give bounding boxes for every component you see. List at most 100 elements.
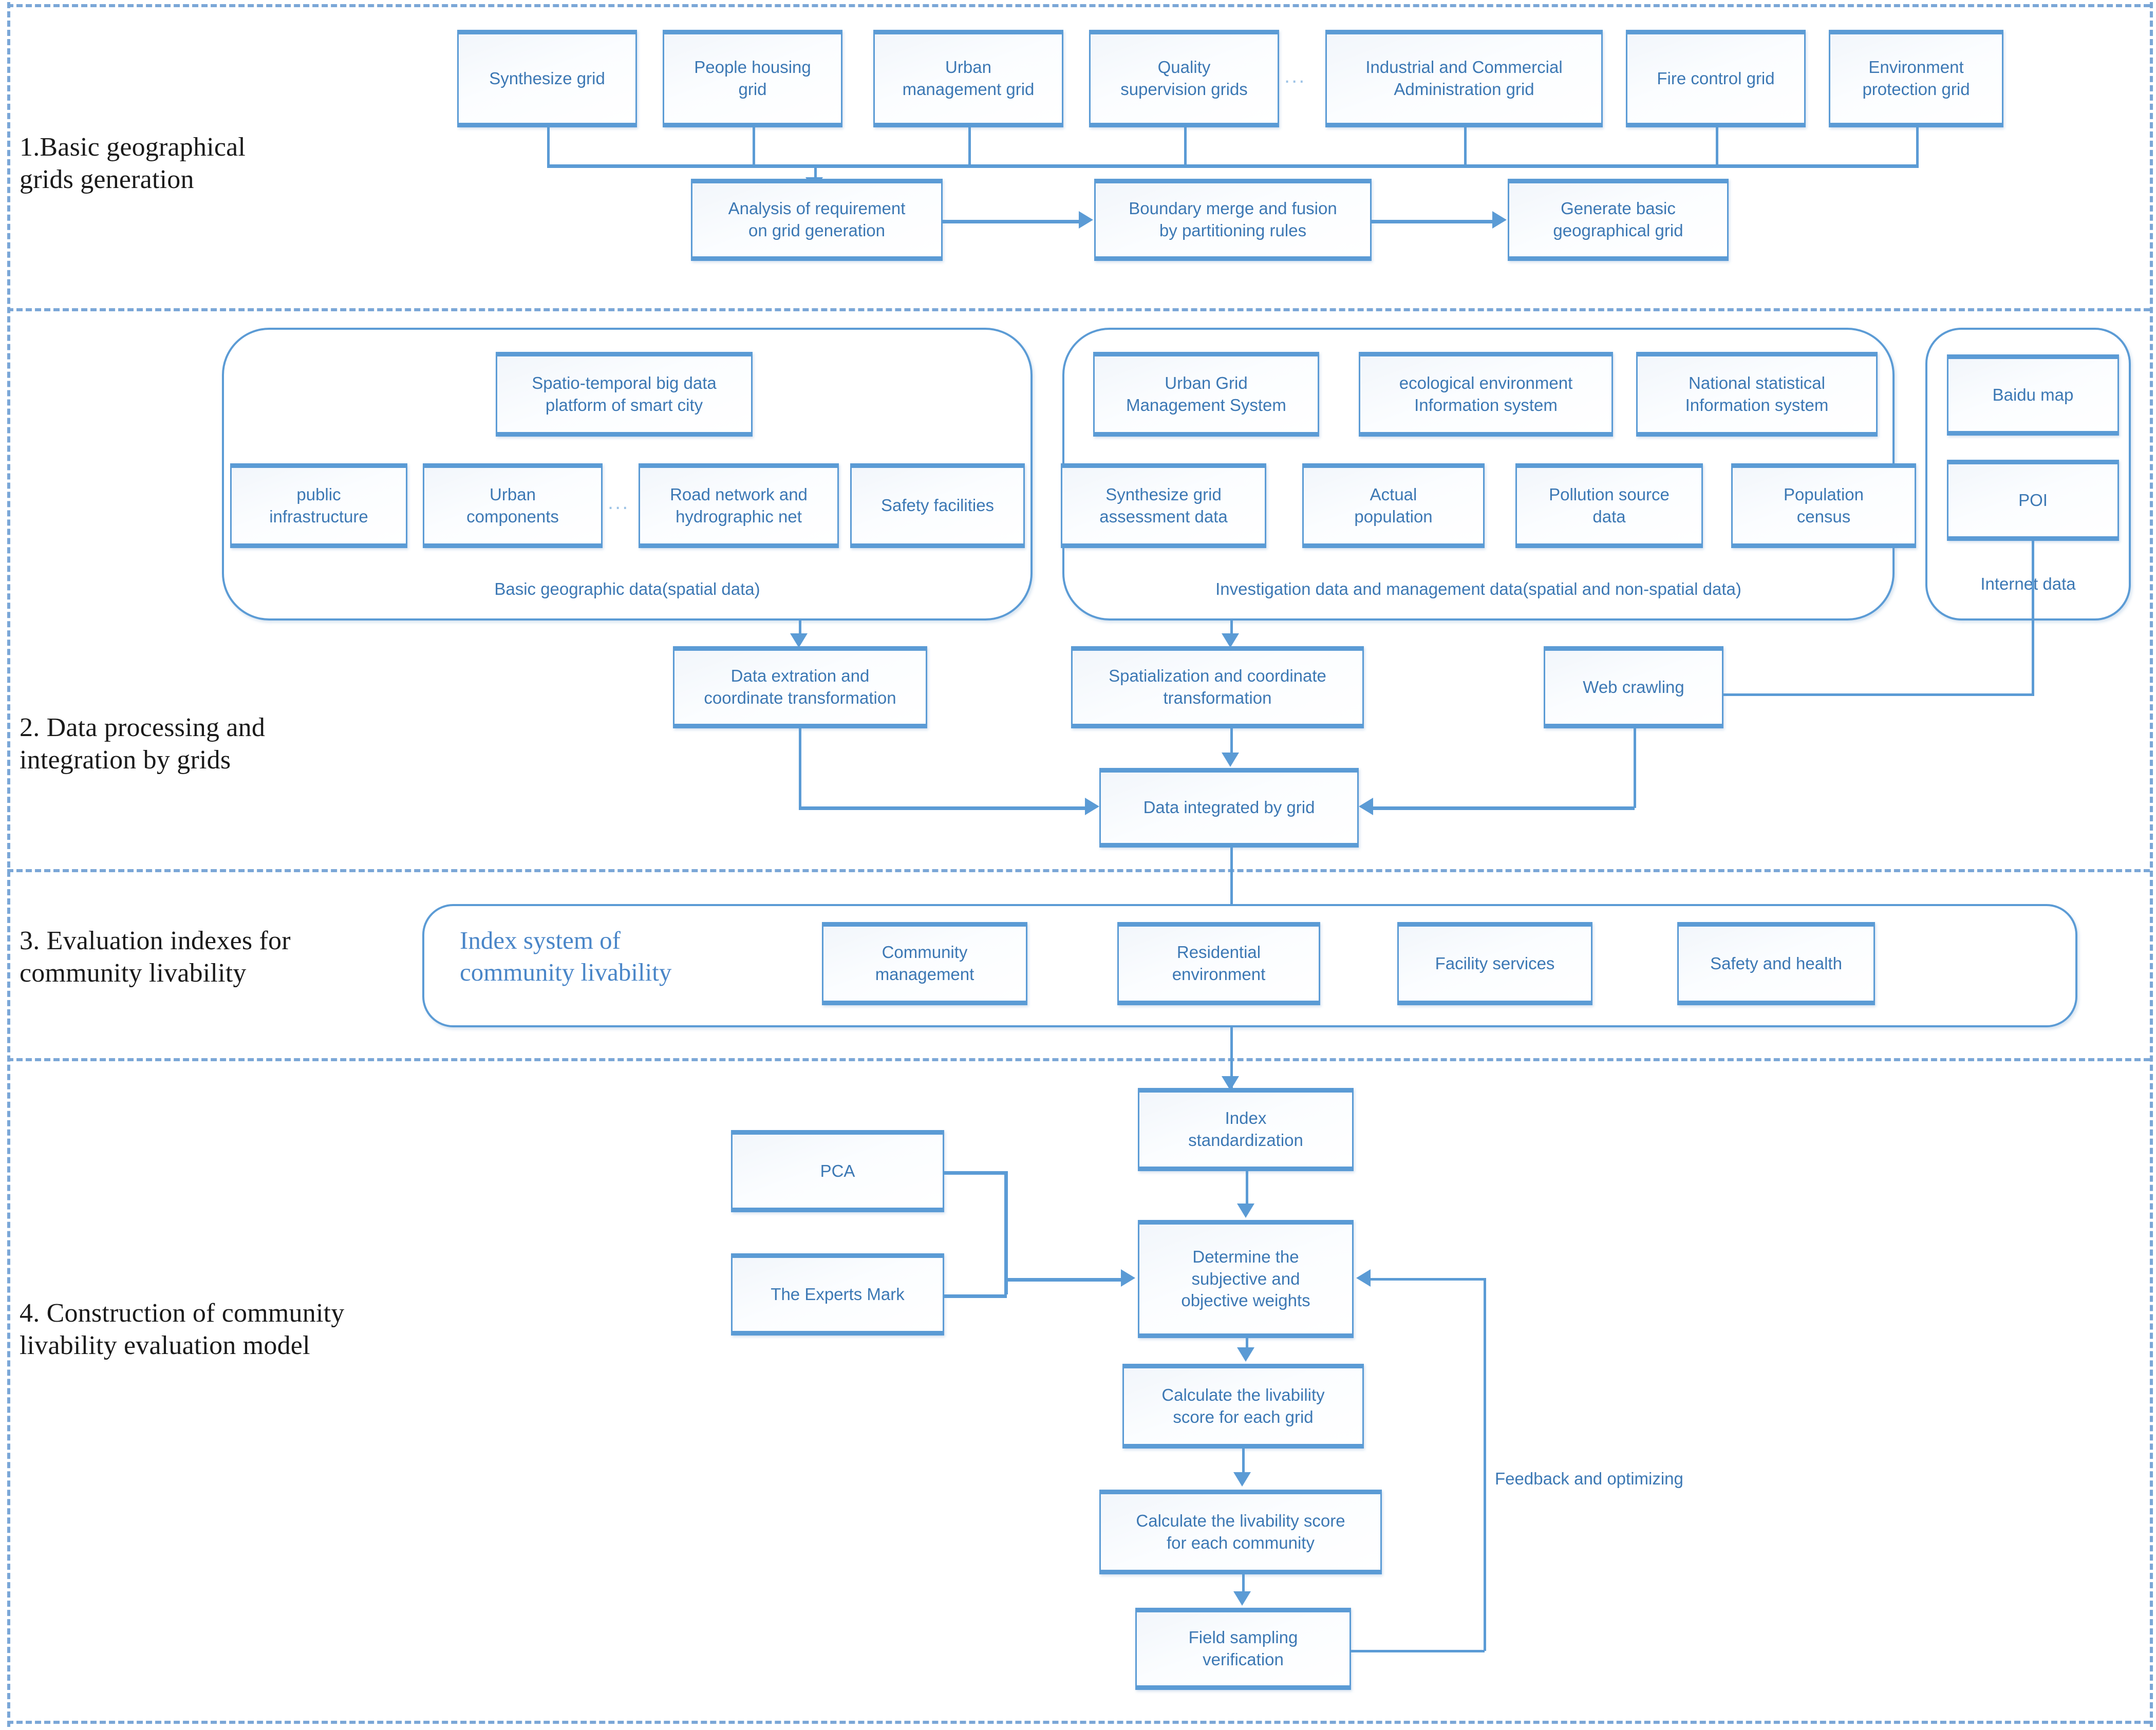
connector-grid-source-4-down [1184,127,1187,164]
group-caption-internet-data: Internet data [1980,574,2076,593]
process-box-calculate-community-score[interactable]: Calculate the livability score for each … [1099,1490,1382,1574]
ellipsis-basic-geographic-data: ... [608,491,630,514]
connector-pca-down [1004,1171,1008,1294]
process-box-generate-basic-geographical-grid[interactable]: Generate basic geographical grid [1508,179,1729,261]
connector-community-score-to-field-sampling [1242,1574,1245,1594]
section-title-1: 1.Basic geographical grids generation [20,133,246,195]
grid-source-box-synthesize-grid[interactable]: Synthesize grid [457,30,637,127]
input-box-pca[interactable]: PCA [731,1130,944,1212]
connector-data-extration-to-integration [799,806,1086,810]
grid-source-box-fire-control-grid[interactable]: Fire control grid [1626,30,1806,127]
index-box-residential-environment[interactable]: Residential environment [1117,922,1320,1005]
grid-source-box-people-housing-grid[interactable]: People housing grid [663,30,842,127]
connector-grid-score-to-community-score [1242,1449,1245,1474]
section-title-4: 4. Construction of community livability … [20,1299,345,1361]
connector-feedback-vertical [1484,1278,1486,1651]
connector-analysis-to-boundary [943,220,1080,223]
data-source-box-population-census[interactable]: Population census [1731,463,1916,548]
frame-top-dashed-border [7,4,2150,7]
connector-integration-to-index-system [1230,848,1233,905]
arrow-web-crawling-to-integration [1359,798,1373,815]
arrow-feedback-to-weights [1356,1269,1371,1287]
input-box-the-experts-mark[interactable]: The Experts Mark [731,1253,944,1336]
connector-experts-mark-right [944,1294,1007,1298]
connector-inputs-to-weights [1004,1278,1122,1282]
process-box-field-sampling-verification[interactable]: Field sampling verification [1135,1608,1351,1690]
connector-grid-source-3-down [968,127,971,164]
connector-weights-to-grid-score [1246,1338,1248,1349]
process-box-boundary-merge-and-fusion[interactable]: Boundary merge and fusion by partitionin… [1094,179,1372,261]
connector-index-system-to-standardization [1230,1026,1233,1089]
data-source-box-road-network-hydrographic-net[interactable]: Road network and hydrographic net [639,463,839,548]
arrow-spatialization-to-integration [1222,753,1239,767]
group-caption-basic-geographic-data: Basic geographic data(spatial data) [494,579,760,598]
connector-internet-data-to-web-crawling [1723,693,2034,696]
connector-group-a-down [799,620,801,635]
arrow-group-b-to-spatialization [1222,633,1239,648]
feedback-label: Feedback and optimizing [1495,1469,1683,1488]
data-source-box-poi[interactable]: POI [1947,460,2119,541]
arrow-inputs-to-weights [1121,1269,1135,1287]
arrow-standardization-to-weights [1237,1204,1254,1218]
connector-grid-source-2-down [753,127,755,164]
grid-source-box-quality-supervision-grids[interactable]: Quality supervision grids [1089,30,1279,127]
divider-section3-section4 [7,1058,2150,1061]
connector-grid-source-5-down [1464,127,1467,164]
data-source-box-ecological-environment-information-system[interactable]: ecological environment Information syste… [1359,352,1613,437]
data-source-box-safety-facilities[interactable]: Safety facilities [850,463,1025,548]
divider-section1-section2 [7,308,2150,311]
connector-boundary-to-generate [1372,220,1494,223]
connector-bus-to-analysis [814,164,817,179]
process-box-web-crawling[interactable]: Web crawling [1544,646,1723,728]
connector-data-extration-down [799,728,801,808]
data-source-box-spatio-temporal-big-data-platform[interactable]: Spatio-temporal big data platform of sma… [496,352,753,437]
connector-standardization-to-weights [1246,1171,1248,1205]
arrow-grid-score-to-community-score [1233,1472,1251,1487]
connector-feedback-bottom [1351,1650,1485,1652]
frame-left-dashed-border [7,2,10,1727]
arrow-community-score-to-field-sampling [1233,1591,1251,1606]
index-box-facility-services[interactable]: Facility services [1397,922,1592,1005]
connector-spatialization-down [1230,728,1233,754]
divider-section2-section3 [7,869,2150,872]
group-caption-investigation-management-data: Investigation data and management data(s… [1215,579,1741,598]
data-source-box-pollution-source-data[interactable]: Pollution source data [1515,463,1703,548]
connector-feedback-to-weights [1371,1278,1485,1281]
data-source-box-public-infrastructure[interactable]: public infrastructure [230,463,407,548]
grid-source-box-urban-management-grid[interactable]: Urban management grid [873,30,1063,127]
connector-internet-data-down [2032,541,2034,695]
process-box-calculate-grid-score[interactable]: Calculate the livability score for each … [1122,1364,1364,1449]
connector-grid-source-6-down [1716,127,1718,164]
connector-grid-source-1-down [547,127,550,164]
section-title-3: 3. Evaluation indexes for community liva… [20,926,291,988]
connector-pca-right [944,1171,1007,1175]
arrow-weights-to-grid-score [1237,1347,1254,1362]
connector-grid-source-7-down [1916,127,1919,164]
index-box-safety-and-health[interactable]: Safety and health [1677,922,1875,1005]
frame-bottom-dashed-border [7,1721,2150,1724]
arrow-group-a-to-data-extration [790,633,808,648]
arrow-analysis-to-boundary [1079,211,1093,229]
data-source-box-synthesize-grid-assessment-data[interactable]: Synthesize grid assessment data [1061,463,1266,548]
index-box-community-management[interactable]: Community management [822,922,1027,1005]
connector-web-crawling-down [1634,728,1636,808]
process-box-data-integrated-by-grid[interactable]: Data integrated by grid [1099,768,1359,848]
data-source-box-actual-population[interactable]: Actual population [1302,463,1485,548]
section-title-2: 2. Data processing and integration by gr… [20,713,266,775]
grid-source-box-industrial-commercial-administration-grid[interactable]: Industrial and Commercial Administration… [1325,30,1603,127]
data-source-box-urban-grid-management-system[interactable]: Urban Grid Management System [1093,352,1319,437]
process-box-analysis-of-requirement[interactable]: Analysis of requirement on grid generati… [691,179,943,261]
connector-group-b-down [1230,620,1233,635]
data-source-box-baidu-map[interactable]: Baidu map [1947,354,2119,436]
data-source-box-national-statistical-information-system[interactable]: National statistical Information system [1636,352,1878,437]
process-box-index-standardization[interactable]: Index standardization [1138,1088,1354,1171]
ellipsis-grid-sources: ... [1284,65,1306,87]
index-system-title: Index system of community livability [460,926,672,986]
arrow-boundary-to-generate [1492,211,1507,229]
data-source-box-urban-components[interactable]: Urban components [423,463,603,548]
process-box-data-extration-coordinate-transformation[interactable]: Data extration and coordinate transforma… [673,646,927,728]
process-box-spatialization-coordinate-transformation[interactable]: Spatialization and coordinate transforma… [1071,646,1364,728]
grid-source-box-environment-protection-grid[interactable]: Environment protection grid [1829,30,2003,127]
process-box-determine-weights[interactable]: Determine the subjective and objective w… [1138,1220,1354,1338]
